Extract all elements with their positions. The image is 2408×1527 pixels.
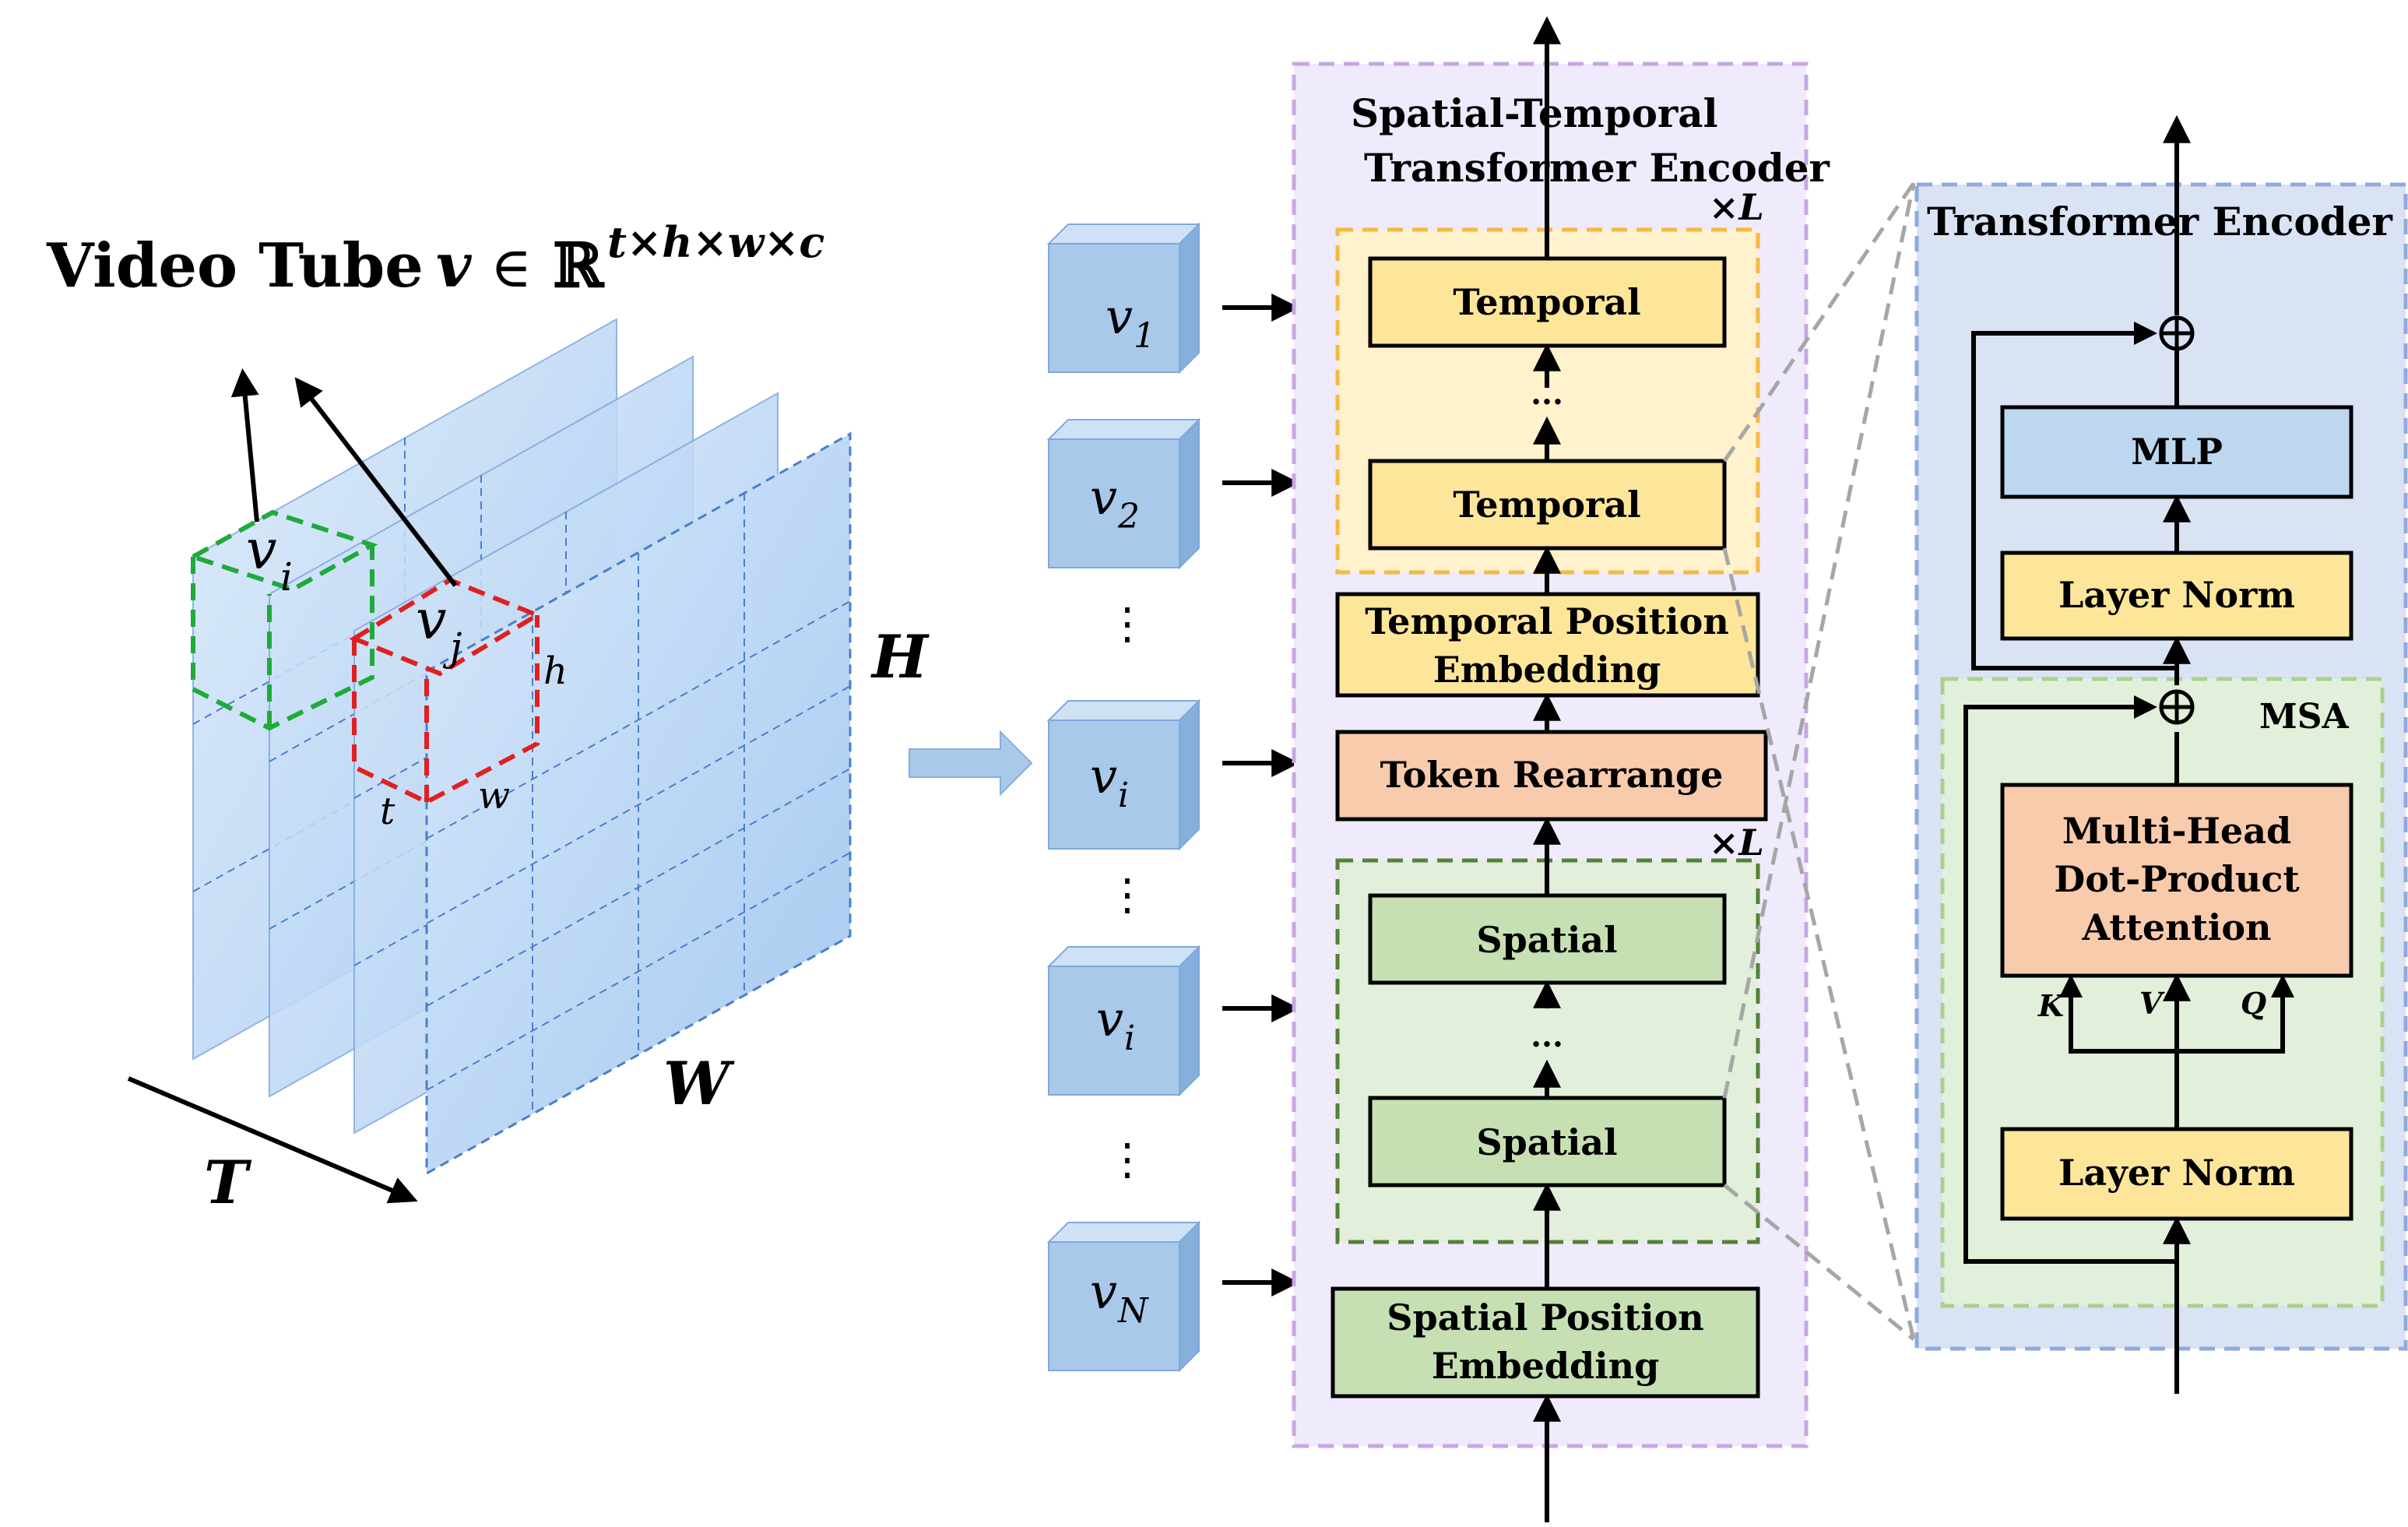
- tube-dim-t: t: [380, 790, 395, 833]
- spatial-dots: ···: [1531, 1026, 1563, 1063]
- svg-text:v: v: [1090, 469, 1117, 526]
- tube-vi-arrow: [230, 368, 259, 522]
- token-cubes: v 1 v 2 ⋮ v i ⋮ v i ⋮: [1046, 222, 1300, 1373]
- transformer-encoder-panel: Transformer Encoder MSA MLP Layer Norm M…: [1914, 114, 2408, 1394]
- residual-add-bottom: [2159, 689, 2195, 725]
- tube-vj-arrow: [294, 377, 458, 587]
- svg-text:Spatial: Spatial: [1476, 919, 1617, 961]
- temporal-repeat-label: ×L: [1709, 186, 1764, 228]
- tube-vi-label: v i: [246, 518, 293, 600]
- svg-text:Attention: Attention: [2082, 906, 2272, 948]
- token-rearrange-block: [1335, 730, 1768, 822]
- svg-text:Dot-Product: Dot-Product: [2054, 858, 2300, 900]
- tube-vi-box: [187, 509, 378, 731]
- token-arrows: [1222, 294, 1300, 1297]
- svg-text:t×h×w×c: t×h×w×c: [607, 217, 824, 267]
- video-tube-panel: Video Tube v ∈ ℝ t×h×w×c: [46, 217, 930, 1217]
- svg-text:N: N: [1117, 1291, 1149, 1331]
- svg-text:Temporal Position: Temporal Position: [1365, 600, 1729, 642]
- svg-text:v: v: [1096, 990, 1123, 1047]
- svg-text:ℝ: ℝ: [553, 230, 605, 301]
- svg-text:2: 2: [1117, 497, 1140, 537]
- svg-text:v: v: [1090, 748, 1117, 804]
- key-label: K: [2037, 988, 2065, 1023]
- video-tube-title: Video Tube: [46, 230, 424, 301]
- temporal-block-top: [1368, 256, 1727, 348]
- svg-text:Layer Norm: Layer Norm: [2058, 1152, 2295, 1194]
- mlp-block: [2000, 405, 2354, 499]
- svg-text:v: v: [246, 518, 277, 582]
- svg-text:v: v: [1106, 288, 1133, 345]
- svg-text:i: i: [1118, 776, 1129, 815]
- token-cube-v1: v 1: [1046, 222, 1201, 375]
- svg-text:Embedding: Embedding: [1433, 649, 1661, 691]
- spatial-block-top: [1368, 893, 1727, 985]
- tube-vj-box: [349, 577, 543, 805]
- svg-text:∈: ∈: [490, 234, 532, 300]
- query-label: Q: [2241, 986, 2266, 1021]
- svg-text:v: v: [436, 230, 473, 301]
- svg-text:Temporal: Temporal: [1453, 484, 1640, 526]
- axis-h-label: H: [870, 622, 930, 691]
- spatial-repeat-label: ×L: [1709, 822, 1764, 864]
- svg-text:v: v: [1090, 1263, 1117, 1320]
- svg-text:Temporal: Temporal: [1453, 281, 1640, 323]
- token-ellipsis-2: ⋮: [1106, 870, 1149, 920]
- time-axis-arrow: [127, 1076, 418, 1204]
- svg-text:MLP: MLP: [2131, 431, 2223, 473]
- svg-text:Layer Norm: Layer Norm: [2058, 574, 2295, 616]
- residual-add-top: [2159, 315, 2195, 351]
- temporal-dots: ···: [1531, 384, 1563, 420]
- temporal-block-bottom: [1368, 459, 1727, 551]
- zoom-connectors: [1722, 181, 1916, 1341]
- svg-text:Embedding: Embedding: [1432, 1345, 1660, 1387]
- st-encoder-title-2: Transformer Encoder: [1364, 145, 1830, 191]
- token-cube-vi-2: v i: [1046, 945, 1201, 1097]
- axis-w-label: W: [663, 1049, 735, 1118]
- svg-text:Spatial Position: Spatial Position: [1387, 1297, 1703, 1339]
- temporal-position-embedding: [1335, 592, 1760, 698]
- svg-text:v: v: [416, 588, 447, 652]
- te-flow-lines: [1963, 114, 2294, 1394]
- svg-text:i: i: [1124, 1019, 1135, 1058]
- spatial-block-bottom: [1368, 1096, 1727, 1187]
- flow-arrow: [909, 730, 1033, 797]
- tube-dim-w: w: [478, 774, 510, 818]
- st-encoder-panel: Spatial-Temporal Transformer Encoder ×L …: [1292, 16, 1830, 1522]
- svg-text:i: i: [280, 554, 293, 600]
- token-ellipsis-3: ⋮: [1106, 1135, 1149, 1185]
- tube-vj-label: v j: [416, 588, 462, 670]
- svg-text:Spatial: Spatial: [1476, 1121, 1617, 1163]
- st-encoder-title-1: Spatial-Temporal: [1351, 90, 1718, 136]
- token-cube-vi-1: v i: [1046, 698, 1201, 851]
- token-cube-vn: v N: [1046, 1220, 1201, 1373]
- transformer-encoder-title: Transformer Encoder: [1927, 199, 2393, 245]
- msa-label: MSA: [2259, 697, 2349, 737]
- value-label: V: [2139, 986, 2165, 1021]
- video-tube-formula: v ∈ ℝ t×h×w×c: [436, 217, 824, 301]
- tube-dim-h: h: [543, 649, 568, 693]
- svg-text:1: 1: [1134, 316, 1155, 356]
- token-cube-v2: v 2: [1046, 417, 1201, 570]
- axis-t-label: T: [204, 1148, 252, 1217]
- svg-text:Multi-Head: Multi-Head: [2062, 810, 2291, 852]
- svg-text:Token Rearrange: Token Rearrange: [1380, 754, 1724, 796]
- token-ellipsis-1: ⋮: [1106, 599, 1149, 649]
